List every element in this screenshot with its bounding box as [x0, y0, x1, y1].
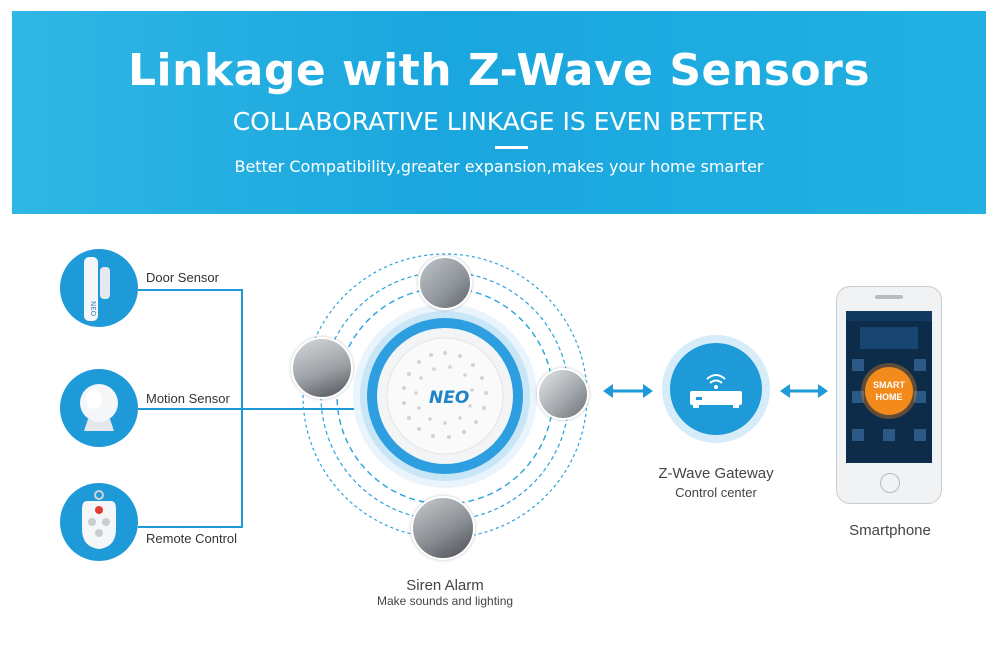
- connector-line: [241, 289, 243, 528]
- svg-text:NEO: NEO: [89, 301, 97, 317]
- smart-home-line1: SMART: [873, 380, 905, 390]
- door-sensor-icon: NEO: [60, 249, 138, 327]
- door-sensor-label: Door Sensor: [146, 270, 219, 285]
- room-photo-bottom: [411, 496, 475, 560]
- speaker-grille: [875, 295, 903, 299]
- phone-screen: SMART HOME: [846, 311, 932, 463]
- gateway-circle: [670, 343, 762, 435]
- smartphone: SMART HOME: [836, 286, 942, 504]
- banner-tagline: Better Compatibility,greater expansion,m…: [234, 157, 764, 176]
- remote-control-icon: [60, 483, 138, 561]
- banner-subtitle: COLLABORATIVE LINKAGE IS EVEN BETTER: [232, 107, 766, 136]
- room-photo-right: [537, 368, 589, 420]
- connector-line: [138, 526, 242, 528]
- smartphone-label: Smartphone: [849, 522, 931, 539]
- banner-divider: [495, 146, 528, 149]
- home-button[interactable]: [880, 473, 900, 493]
- router-icon: [690, 374, 742, 408]
- room-photo-left: [291, 337, 353, 399]
- siren-logo: NEO: [429, 388, 469, 408]
- double-arrow-icon: [780, 384, 828, 398]
- double-arrow-icon: [603, 384, 653, 398]
- connector-line: [138, 289, 242, 291]
- signal-rings: NEO: [302, 253, 588, 539]
- room-photo-top: [418, 256, 472, 310]
- siren-title: Siren Alarm: [406, 577, 484, 594]
- header-banner: Linkage with Z-Wave Sensors COLLABORATIV…: [12, 11, 986, 214]
- connector-line: [138, 408, 363, 410]
- motion-sensor-icon: [60, 369, 138, 447]
- remote-control-label: Remote Control: [146, 531, 238, 546]
- gateway-title: Z-Wave Gateway: [658, 465, 774, 482]
- banner-title: Linkage with Z-Wave Sensors: [127, 45, 871, 96]
- smart-home-button[interactable]: SMART HOME: [865, 367, 913, 415]
- siren-subtitle: Make sounds and lighting: [376, 594, 514, 608]
- gateway-subtitle: Control center: [675, 485, 757, 500]
- motion-sensor-label: Motion Sensor: [146, 391, 230, 406]
- smart-home-line2: HOME: [875, 392, 903, 402]
